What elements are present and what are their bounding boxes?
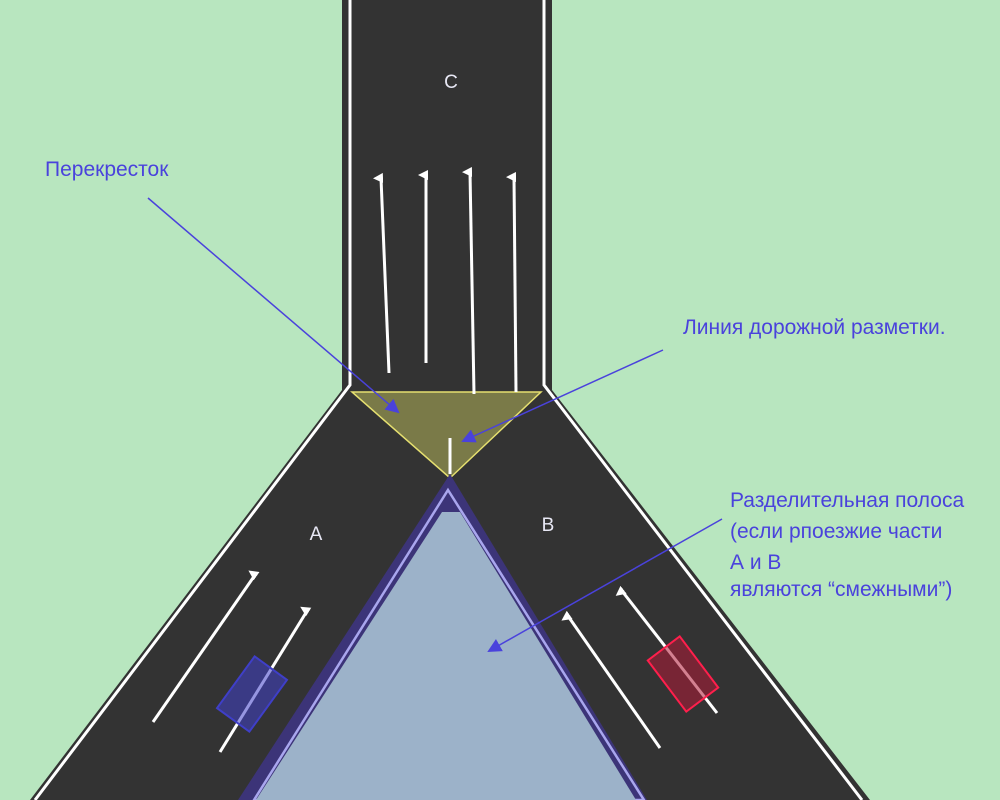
- callout-divider-line: (если рпоезжие части: [730, 520, 942, 543]
- road-b-label: B: [542, 515, 555, 536]
- callout-divider: Разделительная полоса (если рпоезжие час…: [730, 489, 970, 601]
- callout-divider-line: Разделительная полоса: [730, 489, 964, 512]
- callout-divider-line: являются “смежными”): [730, 578, 952, 601]
- car-icon: [646, 635, 720, 713]
- arrow-up-icon: [561, 610, 662, 749]
- road-edge-left: [33, 0, 352, 800]
- callout-marking-line: Линия дорожной разметки.: [683, 316, 946, 339]
- road-edge-right: [542, 0, 864, 800]
- arrow-up-icon: [373, 172, 391, 374]
- divider-island-inner-line: [252, 487, 646, 800]
- callout-intersection: Перекресток: [45, 158, 169, 181]
- road-c-label: C: [444, 72, 458, 93]
- intersection-area: [350, 391, 543, 480]
- road-a-label: A: [310, 524, 323, 545]
- marking-line-pointer: [461, 349, 664, 443]
- arrow-up-icon: [506, 171, 518, 393]
- divider-pointer: [487, 518, 723, 652]
- arrow-up-icon: [462, 166, 476, 395]
- intersection-pointer: [147, 197, 400, 414]
- divider-island: [256, 512, 636, 800]
- road-c-arrows: [373, 166, 518, 395]
- callout-divider-line: А и В: [730, 551, 781, 574]
- car-icon: [215, 654, 289, 734]
- arrow-up-icon: [151, 570, 260, 723]
